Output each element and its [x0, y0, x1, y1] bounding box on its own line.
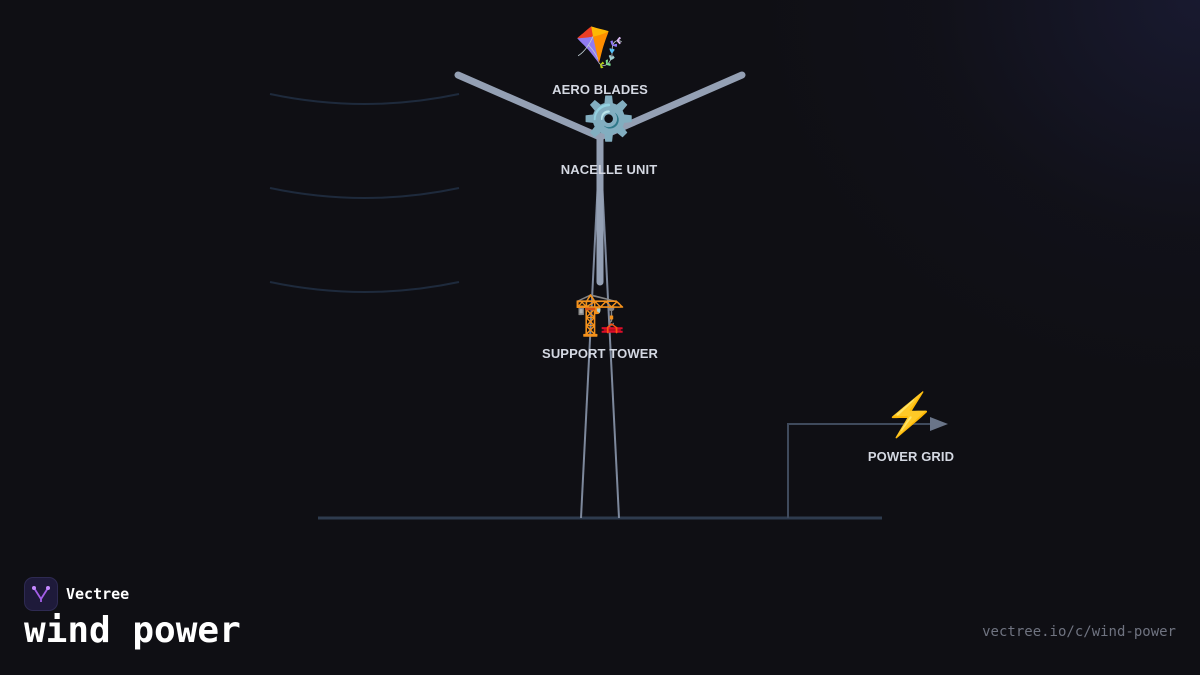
blade-left [454, 71, 604, 141]
node-label-nacelle-unit: NACELLE UNIT [560, 162, 658, 177]
wind-line [269, 187, 460, 199]
vectree-logo-mark [32, 586, 50, 602]
power-cable-arrowhead [930, 417, 948, 431]
vectree-logo-icon [24, 577, 58, 611]
node-label-power-grid: POWER GRID [867, 449, 955, 464]
brand: Vectree [24, 577, 129, 611]
node-label-support-tower: SUPPORT TOWER [542, 346, 658, 361]
construction-crane-icon: 🏗️ [573, 292, 627, 338]
power-cable [787, 423, 930, 518]
brand-name: Vectree [66, 585, 130, 603]
page-title: wind power [24, 610, 241, 651]
node-label-aero-blades: AERO BLADES [552, 82, 648, 97]
wind-line [269, 281, 460, 293]
kite-icon: 🪁 [575, 25, 625, 70]
lightning-bolt-icon: ⚡ [883, 393, 937, 439]
page-url[interactable]: vectree.io/c/wind-power [982, 624, 1176, 640]
wind-line [269, 93, 460, 105]
gear-icon: ⚙️ [582, 97, 636, 143]
blade-right [596, 71, 746, 141]
